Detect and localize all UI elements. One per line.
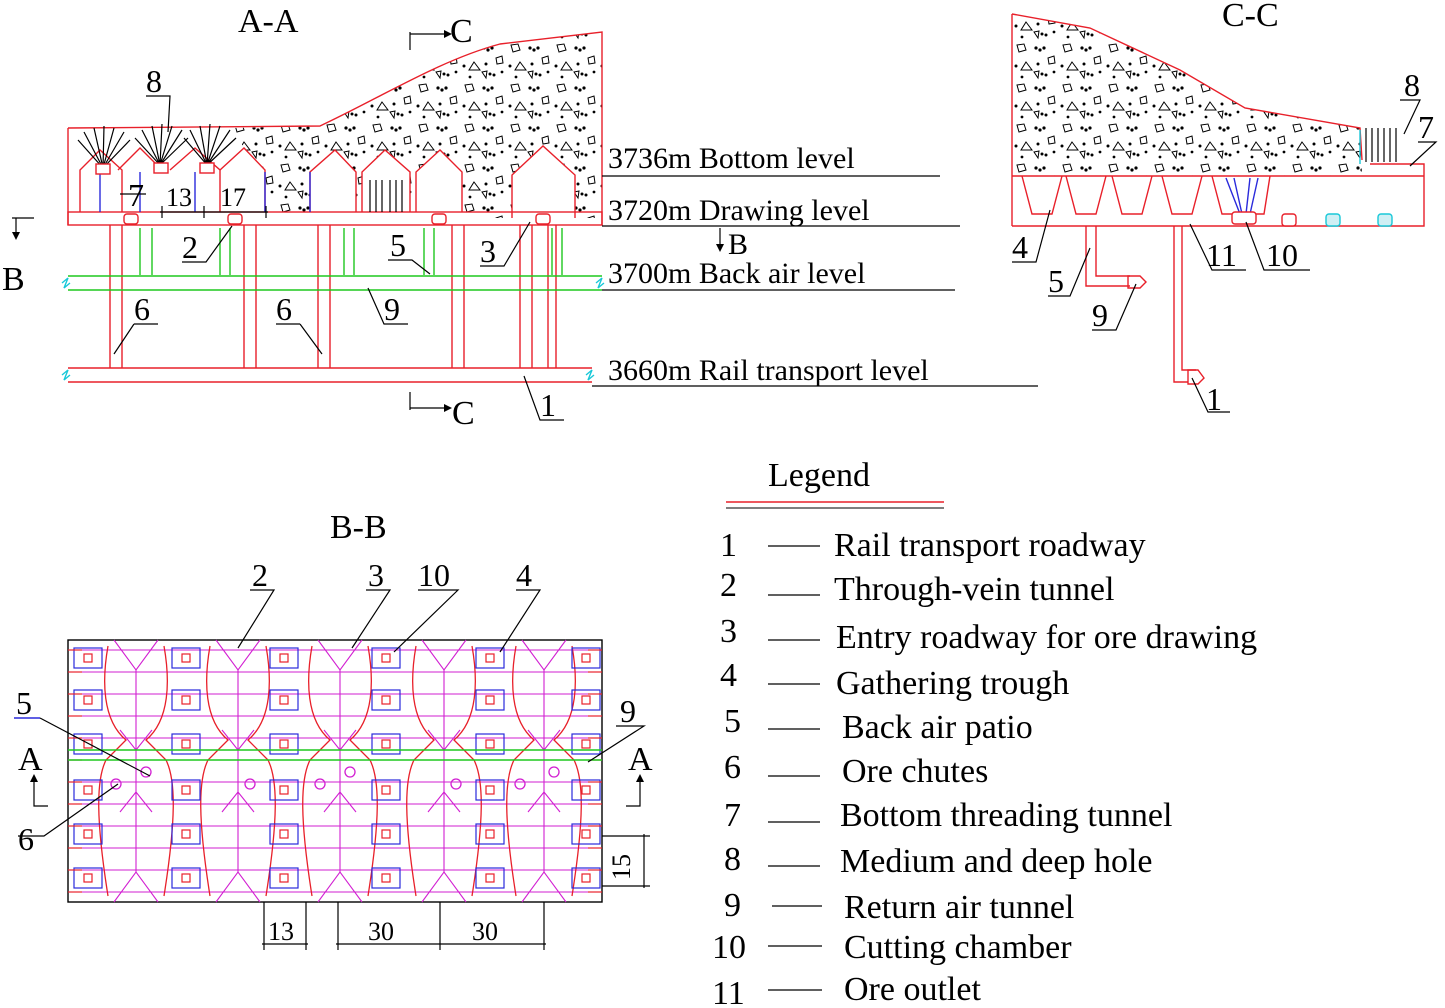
bb-label-4: 4: [516, 557, 532, 593]
cc-label-5: 5: [1048, 263, 1064, 299]
cc-label-8: 8: [1404, 67, 1420, 103]
legend-item-num: 1: [720, 527, 737, 564]
bb-dim-30a: 30: [368, 917, 394, 946]
bb-layout-grid: [68, 639, 602, 903]
bb-dim-30b: 30: [472, 917, 498, 946]
cc-title: C-C: [1222, 0, 1279, 34]
aa-label-7: 7: [128, 177, 144, 213]
legend-item: 1 Rail transport roadway: [720, 527, 1146, 564]
legend-item-num: 7: [724, 797, 741, 834]
cc-label-9: 9: [1092, 297, 1108, 333]
aa-rail-level: [68, 367, 592, 383]
bb-return-air-tunnel: [68, 749, 602, 761]
cc-label-1: 1: [1206, 381, 1222, 417]
section-aa: A-A: [2, 3, 1038, 432]
legend-item: 5 Back air patio: [724, 703, 1033, 746]
legend-item: 11 Ore outlet: [712, 971, 981, 1008]
legend-item: 7 Bottom threading tunnel: [724, 797, 1172, 834]
section-cc: C-C 8 7 4 5 9 11: [1011, 0, 1438, 417]
aa-label-6a: 6: [134, 291, 150, 327]
legend-item-label: Gathering trough: [836, 665, 1069, 702]
legend-item-label: Return air tunnel: [844, 889, 1074, 926]
legend-item: 9 Return air tunnel: [724, 887, 1074, 926]
bb-dim-13: 13: [268, 917, 294, 946]
aa-back-air-level: [68, 275, 602, 291]
aa-cut-b-left: B: [2, 261, 25, 298]
aa-back-air-patios: [139, 228, 563, 275]
legend-item: 4 Gathering trough: [720, 657, 1069, 702]
legend-item-label: Ore chutes: [842, 753, 988, 790]
aa-dim-13: 13: [166, 183, 192, 212]
aa-label-3: 3: [480, 233, 496, 269]
bb-chute-circles: [110, 766, 560, 790]
legend-item-label: Cutting chamber: [844, 929, 1072, 966]
bb-label-9: 9: [620, 693, 636, 729]
legend-item-num: 10: [712, 929, 746, 966]
legend-item-num: 4: [720, 657, 737, 694]
legend-item-num: 6: [724, 749, 741, 786]
level-rail: 3660m Rail transport level: [608, 354, 929, 387]
bb-label-5: 5: [16, 685, 32, 721]
legend-item-label: Through-vein tunnel: [834, 571, 1114, 608]
aa-cut-c-top: C: [450, 13, 473, 50]
legend-item-num: 9: [724, 887, 741, 924]
legend-item: 3 Entry roadway for ore drawing: [720, 613, 1257, 656]
cc-ore-body: [1012, 14, 1362, 176]
bb-cut-a-left: A: [18, 741, 43, 778]
legend-item-label: Rail transport roadway: [834, 527, 1146, 564]
aa-label-5: 5: [390, 227, 406, 263]
bb-label-6: 6: [18, 821, 34, 857]
bb-label-2: 2: [252, 557, 268, 593]
cc-label-10: 10: [1266, 237, 1298, 273]
aa-label-8: 8: [146, 63, 162, 99]
section-bb: B-B A A 13 30 30 15 2 3 10: [14, 509, 653, 950]
bb-cut-a-right: A: [628, 741, 653, 778]
legend-item-num: 8: [724, 841, 741, 878]
bb-dim-15: 15: [607, 854, 636, 880]
cc-label-11: 11: [1206, 237, 1237, 273]
bb-label-3: 3: [368, 557, 384, 593]
aa-cut-b-mid: B: [728, 228, 748, 261]
level-drawing: 3720m Drawing level: [608, 194, 870, 227]
bb-label-10: 10: [418, 557, 450, 593]
aa-title: A-A: [238, 3, 299, 40]
aa-dim-17: 17: [220, 183, 246, 212]
legend-item-num: 2: [720, 567, 737, 604]
legend-item: 2 Through-vein tunnel: [720, 567, 1114, 608]
aa-label-2: 2: [182, 229, 198, 265]
legend-item: 8 Medium and deep hole: [724, 841, 1153, 880]
aa-surface-line: [67, 31, 603, 225]
legend-item-label: Medium and deep hole: [840, 843, 1153, 880]
aa-drawing-level: [67, 211, 603, 226]
aa-ore-body: [232, 32, 602, 218]
cc-label-7: 7: [1418, 109, 1434, 145]
legend-item-num: 11: [712, 975, 745, 1008]
aa-cut-c-bottom: C: [452, 395, 475, 432]
legend-item: 10 Cutting chamber: [712, 929, 1072, 966]
aa-label-6b: 6: [276, 291, 292, 327]
level-back-air: 3700m Back air level: [608, 257, 865, 290]
legend-item-label: Bottom threading tunnel: [840, 797, 1172, 834]
legend-item: 6 Ore chutes: [724, 749, 988, 790]
aa-deep-hole-fans: [77, 123, 237, 169]
legend-title: Legend: [768, 457, 870, 494]
legend-items: 1 Rail transport roadway 2 Through-vein …: [712, 527, 1257, 1008]
legend: Legend 1 Rail transport roadway 2 Throug…: [712, 457, 1257, 1008]
legend-item-label: Back air patio: [842, 709, 1033, 746]
aa-label-9: 9: [384, 291, 400, 327]
bb-title: B-B: [330, 509, 387, 546]
legend-item-num: 5: [724, 703, 741, 740]
level-bottom: 3736m Bottom level: [608, 142, 855, 175]
cc-label-4: 4: [1012, 229, 1028, 265]
aa-ore-chutes: [109, 225, 557, 368]
aa-label-1: 1: [540, 387, 556, 423]
legend-item-label: Ore outlet: [844, 971, 981, 1008]
legend-item-label: Entry roadway for ore drawing: [836, 619, 1257, 656]
legend-item-num: 3: [720, 613, 737, 650]
